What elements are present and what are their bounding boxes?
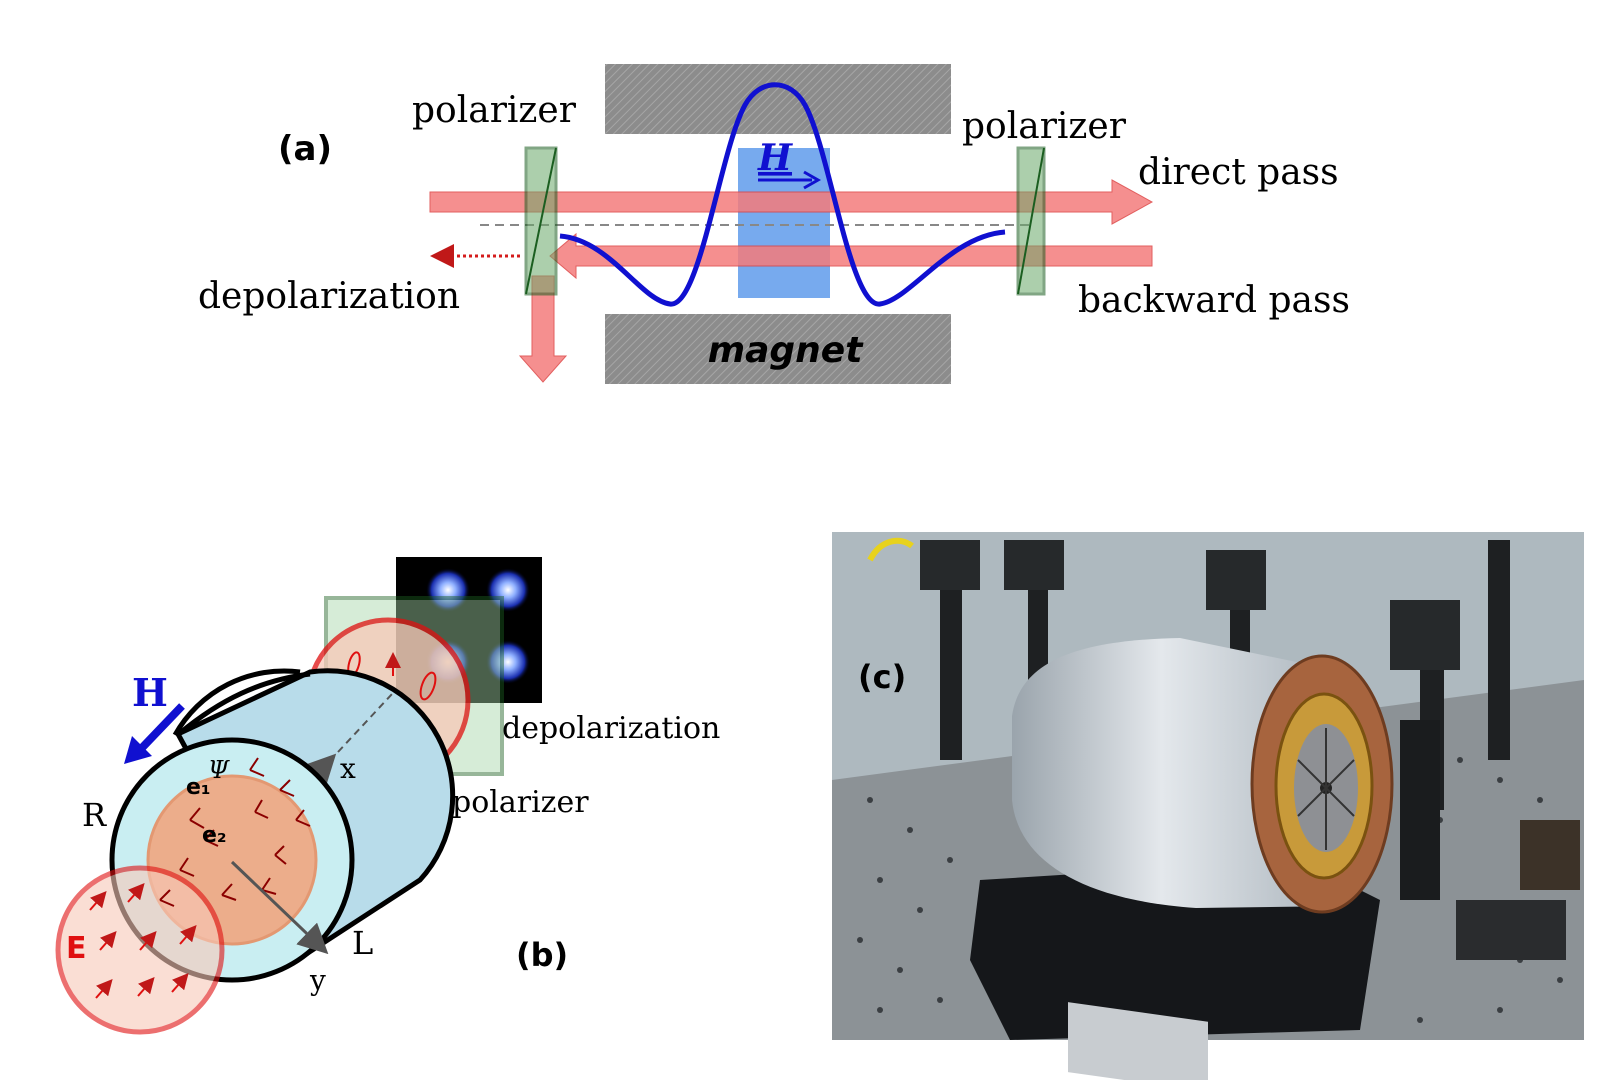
field-h-arrow-b — [135, 703, 185, 755]
field-profile-curve — [559, 82, 1006, 307]
y-axis — [230, 860, 329, 955]
local-basis-vectors — [159, 757, 311, 907]
magnet-top — [605, 64, 951, 134]
field-h-arrowhead-b — [124, 736, 152, 764]
polarization-ellipse — [419, 671, 437, 701]
cylinder-top-edge — [178, 671, 311, 735]
mount — [1390, 600, 1460, 670]
x-axis-dashed — [337, 693, 393, 753]
fixture — [1456, 900, 1566, 960]
input-polarization-arrows — [89, 882, 197, 999]
panel-b: x — [55, 557, 720, 1035]
depolarization-label-b: depolarization — [502, 711, 720, 746]
panel-c-label: (c) — [858, 658, 906, 696]
panel-b-label: (b) — [516, 936, 568, 974]
magnet-bottom — [605, 314, 951, 384]
e1-label: e₁ — [186, 775, 211, 800]
field-h-label-b: H — [132, 670, 168, 715]
y-axis-label: y — [309, 964, 326, 997]
mount — [920, 540, 980, 590]
fixture — [1400, 720, 1440, 900]
post — [940, 560, 962, 760]
polarizer-label-b: polarizer — [452, 785, 589, 820]
psi-label: Ψ — [208, 756, 230, 784]
radius-label: R — [82, 796, 107, 834]
aluminum-bracket — [1068, 1002, 1208, 1080]
panel-c-photo: (c) — [832, 532, 1584, 1080]
polarizer-left — [524, 146, 558, 296]
mount — [1206, 550, 1266, 610]
mount — [1004, 540, 1064, 590]
polarizer-right-label: polarizer — [962, 106, 1127, 147]
yellow-cable — [867, 537, 914, 562]
mode-lobe — [486, 640, 530, 684]
direct-pass-label: direct pass — [1138, 152, 1339, 193]
panel-a: (a) magnet H polarizer — [198, 64, 1350, 384]
field-h-label: H — [757, 137, 793, 179]
polarizer-right — [1016, 146, 1046, 296]
panel-a-label: (a) — [278, 129, 332, 169]
field-h-arrowhead — [803, 170, 822, 190]
post — [1488, 540, 1510, 760]
magnet-label: magnet — [708, 330, 865, 371]
backward-pass-label: backward pass — [1078, 280, 1350, 321]
bore-slot — [1297, 759, 1355, 817]
mode-lobe — [486, 568, 530, 612]
mode-lobe — [426, 568, 470, 612]
cylinder-back-rim — [172, 668, 301, 737]
fixture — [1520, 820, 1580, 890]
sample-region — [738, 148, 830, 298]
x-axis-label: x — [340, 752, 356, 785]
e2-label: e₂ — [202, 823, 227, 848]
efield-label: E — [66, 931, 87, 966]
depolarization-label-a: depolarization — [198, 276, 460, 317]
length-label: L — [352, 924, 373, 962]
polarizer-left-label: polarizer — [412, 90, 577, 131]
